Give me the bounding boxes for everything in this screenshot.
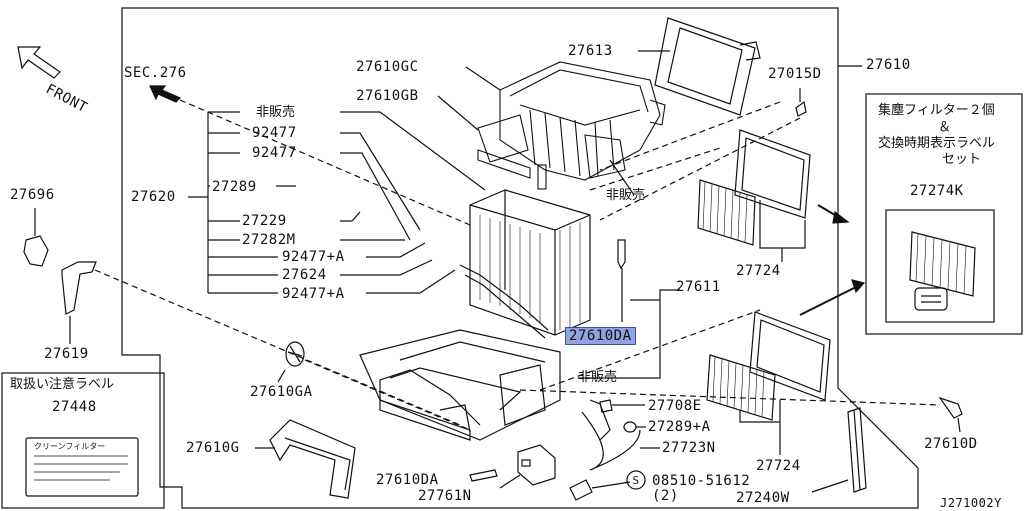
group-label-6[interactable]: 92477+A bbox=[282, 249, 345, 265]
part-label-27610GB[interactable]: 27610GB bbox=[356, 88, 419, 104]
bolt-icon bbox=[599, 399, 613, 413]
bolt-lower-icon bbox=[569, 479, 593, 501]
kit-inner-frame bbox=[885, 209, 995, 323]
part-label-27613[interactable]: 27613 bbox=[568, 43, 613, 59]
group-label-0: 非販売 bbox=[256, 105, 296, 120]
part-label-27761N[interactable]: 27761N bbox=[418, 488, 472, 504]
part-label-27610[interactable]: 27610 bbox=[866, 57, 911, 73]
group-label-5[interactable]: 27282M bbox=[242, 232, 296, 248]
drain-hose-icon bbox=[61, 261, 97, 315]
upper-unit-drawing bbox=[477, 61, 666, 190]
kit-title-1: 集塵フィルター２個 bbox=[878, 103, 995, 118]
part-label-27610GA[interactable]: 27610GA bbox=[250, 384, 313, 400]
part-label-27611[interactable]: 27611 bbox=[676, 279, 721, 295]
part-label-27610DA-highlight[interactable]: 27610DA bbox=[565, 327, 636, 345]
part-label-27610G[interactable]: 27610G bbox=[186, 440, 240, 456]
part-label-27610DA[interactable]: 27610DA bbox=[376, 472, 439, 488]
group-label-3[interactable]: 27289 bbox=[212, 179, 257, 195]
part-label-27448[interactable]: 27448 bbox=[52, 399, 97, 415]
grommet-ga-icon bbox=[285, 341, 305, 367]
kit-filter-drawing bbox=[909, 231, 976, 311]
not-for-sale-upper: 非販売 bbox=[606, 188, 646, 203]
service-bolt-qty: (2) bbox=[652, 488, 679, 504]
group-label-7[interactable]: 27624 bbox=[282, 267, 327, 283]
group-label-4[interactable]: 27229 bbox=[242, 213, 287, 229]
kit-box-frame bbox=[865, 93, 1023, 335]
label-card-text: クリーンフィルター bbox=[34, 442, 106, 451]
filter-cover-drawing bbox=[654, 17, 761, 116]
group-label-1[interactable]: 92477 bbox=[252, 125, 297, 141]
grommet-a-icon bbox=[623, 421, 637, 433]
hose-clip-icon bbox=[23, 235, 49, 267]
part-label-27289A[interactable]: 27289+A bbox=[648, 419, 711, 435]
group-label-2[interactable]: 92477 bbox=[252, 145, 297, 161]
part-label-27620[interactable]: 27620 bbox=[131, 189, 176, 205]
front-arrow-icon bbox=[17, 46, 61, 79]
part-label-27610D[interactable]: 27610D bbox=[924, 436, 978, 452]
left-bracket bbox=[207, 111, 278, 294]
group-label-8[interactable]: 92477+A bbox=[282, 286, 345, 302]
drawing-code: J271002Y bbox=[940, 496, 1002, 510]
part-label-27619[interactable]: 27619 bbox=[44, 346, 89, 362]
part-label-27015D[interactable]: 27015D bbox=[768, 66, 822, 82]
screw-d-icon bbox=[938, 396, 963, 419]
kit-title-4: セット bbox=[942, 152, 982, 167]
filter-rail-drawing bbox=[847, 407, 867, 493]
filter-lower-drawing bbox=[706, 311, 831, 421]
screw-da-lower-icon bbox=[469, 469, 498, 482]
assembly-frame bbox=[121, 7, 919, 509]
filter-upper-drawing bbox=[697, 129, 811, 246]
kit-title-3: 交換時期表示ラベル bbox=[878, 136, 996, 151]
lower-housing-drawing bbox=[359, 329, 561, 441]
part-label-27240W[interactable]: 27240W bbox=[736, 490, 790, 506]
evaporator-drawing bbox=[459, 189, 591, 339]
not-for-sale-lower: 非販売 bbox=[578, 370, 618, 385]
kit-title-2: ＆ bbox=[938, 120, 952, 135]
gasket-g-drawing bbox=[269, 419, 356, 499]
part-label-27696[interactable]: 27696 bbox=[10, 187, 55, 203]
sec-arrow-icon bbox=[149, 85, 182, 103]
service-mark-icon bbox=[626, 470, 646, 490]
label-box-frame bbox=[1, 372, 165, 509]
screw-da-icon bbox=[617, 239, 626, 270]
connector-icon bbox=[517, 444, 556, 486]
label-card bbox=[25, 437, 139, 497]
clip-icon bbox=[795, 100, 807, 117]
label-box-title: 取扱い注意ラベル bbox=[10, 377, 115, 392]
part-label-27724-upper[interactable]: 27724 bbox=[736, 263, 781, 279]
part-label-27723N[interactable]: 27723N bbox=[662, 440, 716, 456]
part-label-27724-lower[interactable]: 27724 bbox=[756, 458, 801, 474]
part-label-08510-51612[interactable]: 08510-51612 bbox=[652, 473, 751, 489]
part-label-27610GC[interactable]: 27610GC bbox=[356, 59, 419, 75]
part-label-27274K[interactable]: 27274K bbox=[910, 183, 964, 199]
section-ref-link[interactable]: SEC.276 bbox=[124, 65, 187, 81]
part-label-27708E[interactable]: 27708E bbox=[648, 398, 702, 414]
service-mark: S bbox=[632, 474, 640, 487]
